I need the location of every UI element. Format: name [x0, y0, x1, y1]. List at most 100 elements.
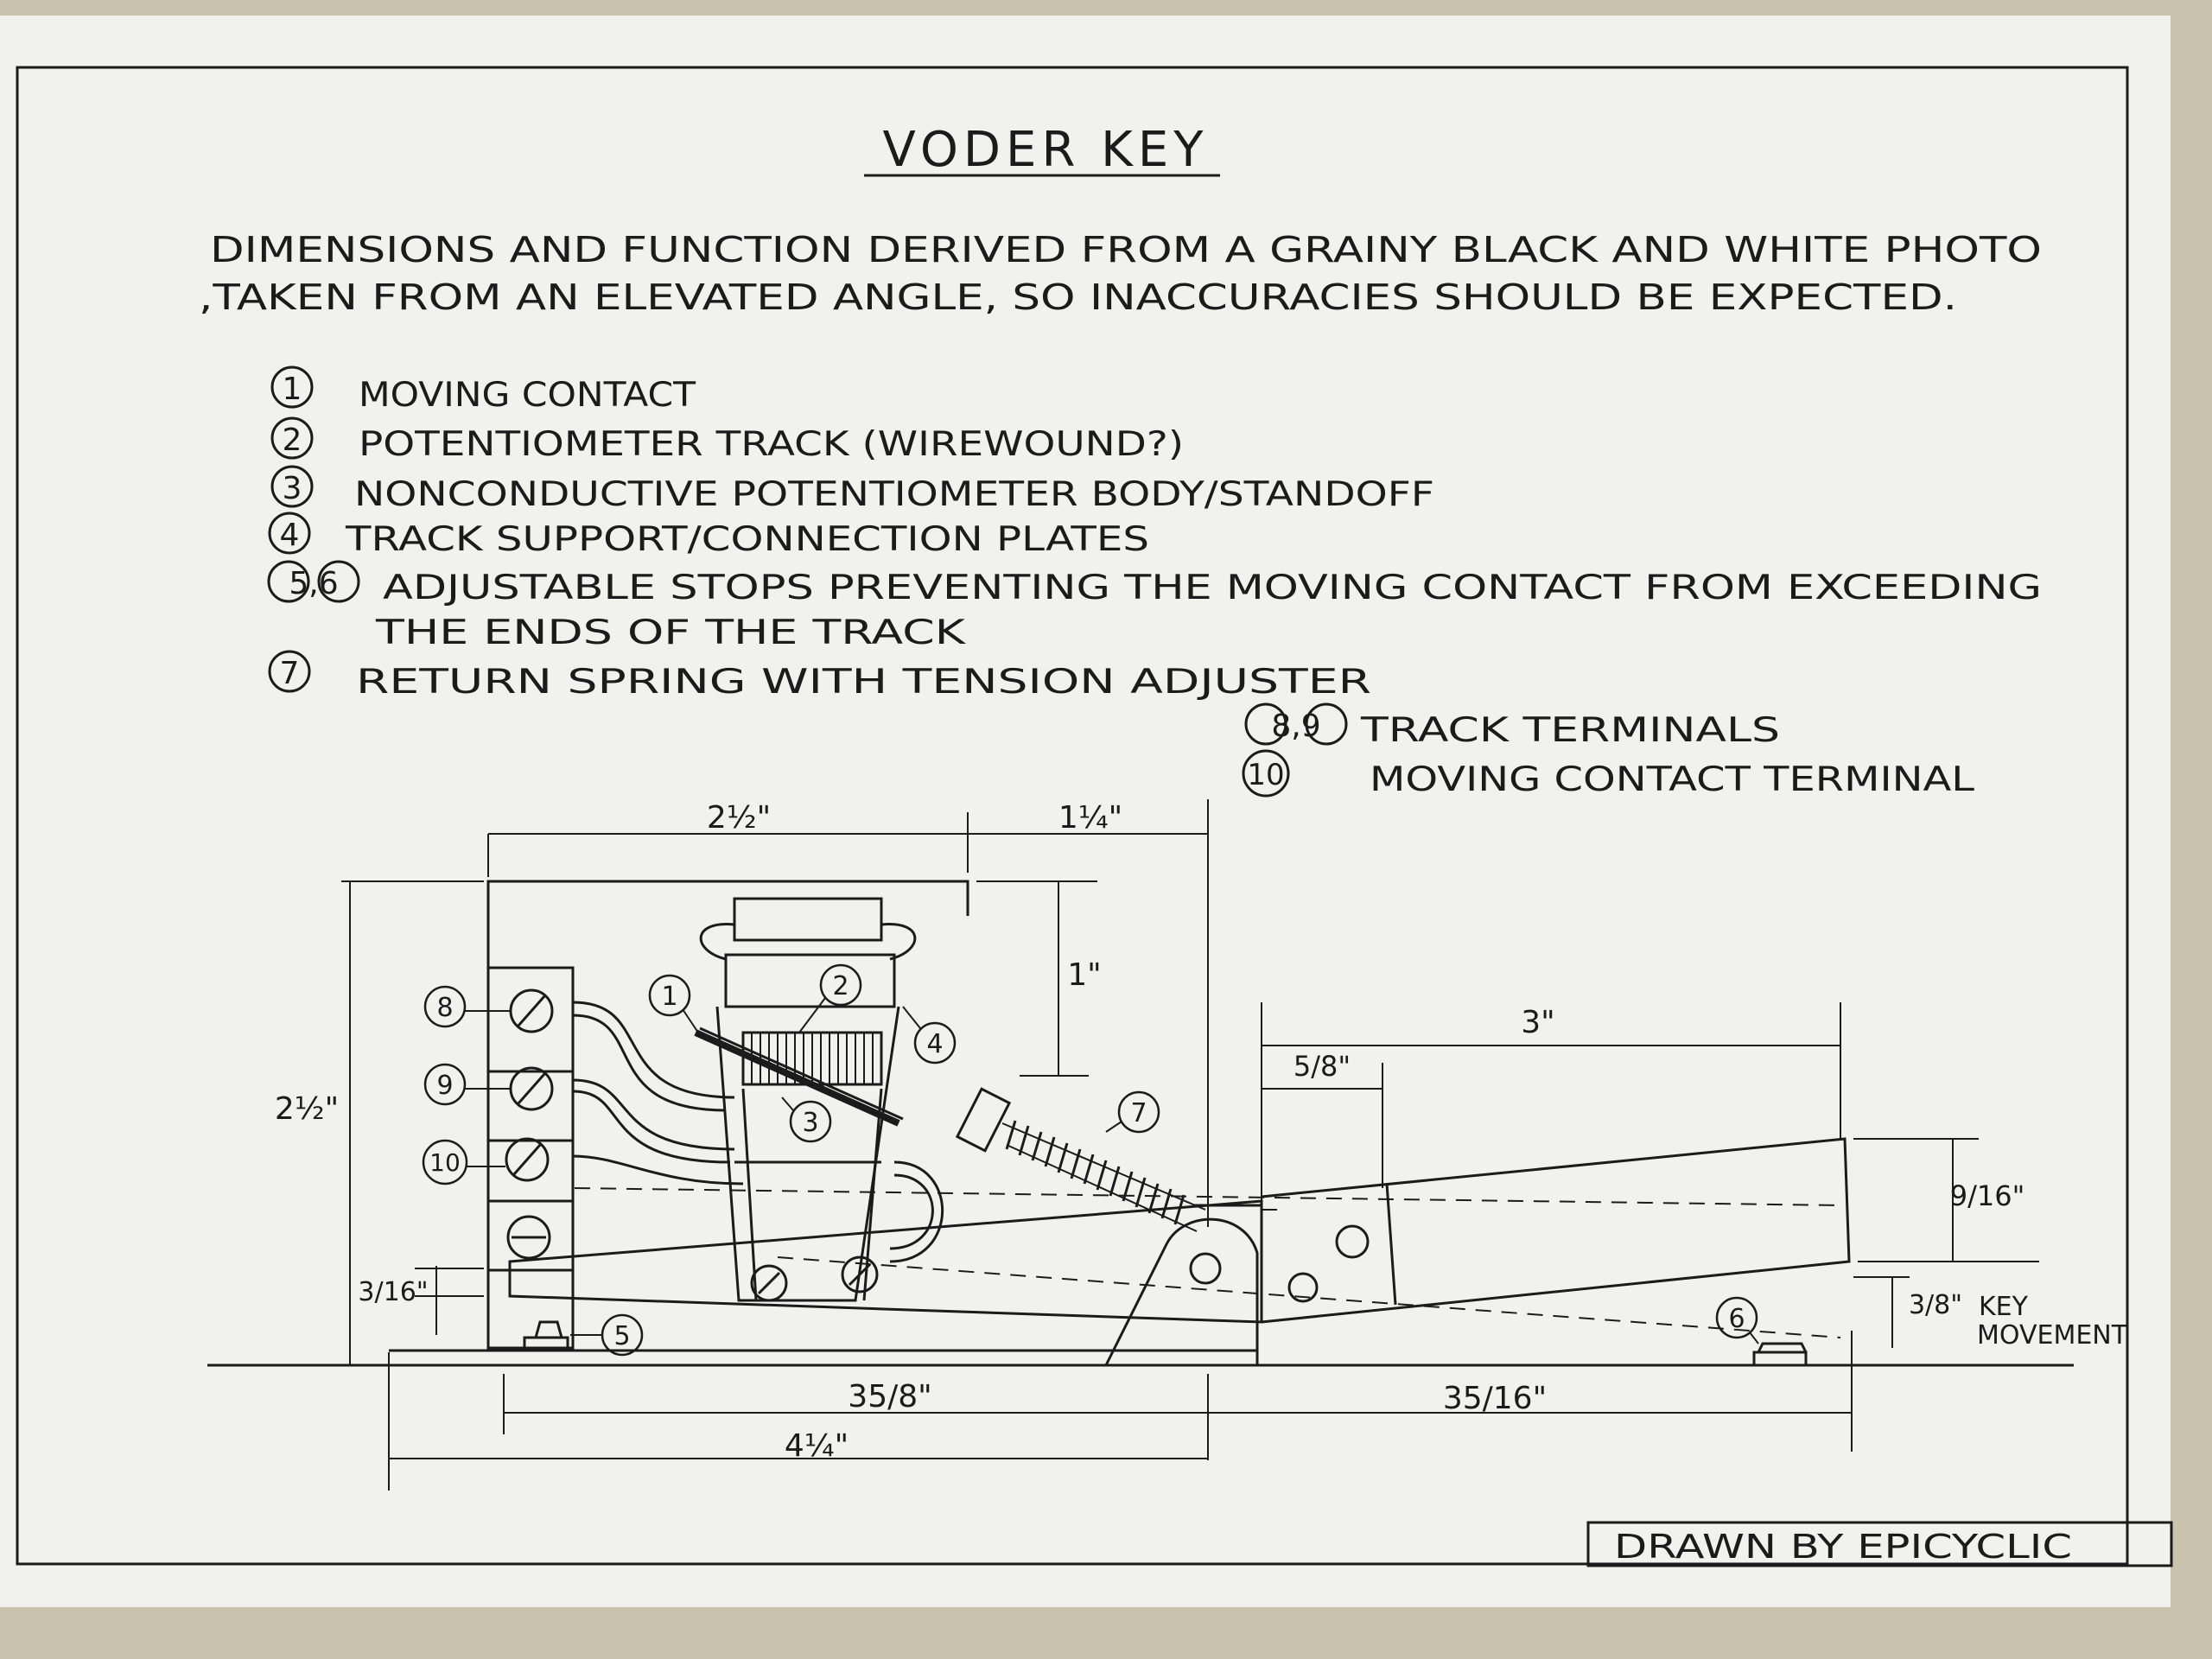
paper-sheet [0, 16, 2171, 1607]
stop-6 [1752, 1342, 1808, 1367]
intro-line-1: DIMENSIONS AND FUNCTION DERIVED FROM A G… [210, 229, 2042, 270]
pivot-support [1104, 1217, 1259, 1366]
moving-contact-arm [694, 1029, 900, 1127]
terminal-screw-9 [509, 1066, 554, 1111]
legend-text-2: POTENTIOMETER TRACK (WIREWOUND?) [359, 425, 1184, 464]
svg-text:9: 9 [436, 1071, 453, 1101]
credit-box [1586, 1521, 2173, 1567]
legend-number-10: 10 [1247, 758, 1284, 792]
pivot-pin [1189, 1252, 1222, 1285]
legend-number-3: 3 [283, 471, 302, 506]
stop-5 [523, 1320, 569, 1352]
svg-text:3: 3 [802, 1108, 818, 1138]
callout-5: 5 [570, 1313, 644, 1357]
legend-number-7: 7 [280, 656, 300, 691]
svg-text:5: 5 [613, 1321, 630, 1351]
legend-text-5-6: ADJUSTABLE STOPS PREVENTING THE MOVING C… [383, 569, 2042, 607]
dim-span-left: 35/8" [848, 1379, 931, 1414]
dimension-labels: 2½" 1¼" 2½" 1" 3" 5/8" 9/16" 3/16" 3/8" … [275, 800, 2128, 1464]
dim-upper-height: 1" [1067, 957, 1101, 993]
legend-marker-6 [317, 560, 360, 603]
dim-key-movement-1: KEY [1979, 1292, 2029, 1322]
legend: 1 MOVING CONTACT 2 POTENTIOMETER TRACK (… [267, 365, 2042, 799]
legend-marker-2 [270, 416, 314, 460]
dim-lever-length: 3" [1521, 1005, 1554, 1040]
page-title: VODER KEY [883, 122, 1209, 178]
legend-number-4: 4 [280, 518, 300, 553]
dim-overall-height: 2½" [275, 1091, 339, 1127]
dimension-lines [341, 799, 2039, 1491]
callout-7: 7 [1105, 1090, 1160, 1134]
legend-item-5-6: 5,6 ADJUSTABLE STOPS PREVENTING THE MOVI… [267, 560, 2042, 652]
svg-text:2: 2 [832, 971, 849, 1001]
credit-text: DRAWN BY EPICYCLIC [1614, 1528, 2072, 1566]
pot-body [724, 953, 896, 1008]
dim-span-right: 35/16" [1443, 1381, 1547, 1416]
terminal-screw-stop [506, 1215, 551, 1260]
svg-text:10: 10 [429, 1148, 461, 1177]
svg-text:7: 7 [1130, 1098, 1147, 1128]
svg-text:6: 6 [1728, 1304, 1745, 1334]
legend-marker-1 [270, 365, 314, 409]
dim-top-right: 1¼" [1058, 800, 1122, 836]
legend-number-5-6: 5,6 [289, 566, 338, 601]
legend-text-7: RETURN SPRING WITH TENSION ADJUSTER [356, 663, 1371, 702]
svg-text:1: 1 [661, 982, 677, 1012]
legend-item-3: 3 NONCONDUCTIVE POTENTIOMETER BODY/STAND… [270, 465, 1434, 514]
legend-text-8-9: TRACK TERMINALS [1360, 711, 1780, 750]
dim-lever-height: 9/16" [1950, 1179, 2025, 1212]
legend-number-2: 2 [283, 423, 302, 458]
terminal-screw-10 [505, 1137, 550, 1182]
return-spring [955, 1087, 1262, 1232]
legend-text-1: MOVING CONTACT [359, 376, 696, 415]
wire-8 [572, 1001, 735, 1099]
callouts: 1 2 3 4 5 6 7 [422, 963, 1759, 1357]
legend-marker-10 [1242, 749, 1290, 798]
wire-10 [572, 1154, 744, 1185]
legend-item-2: 2 POTENTIOMETER TRACK (WIREWOUND?) [270, 416, 1184, 464]
callout-2: 2 [798, 963, 862, 1033]
drawing-border [16, 66, 2129, 1566]
callout-1: 1 [648, 974, 699, 1033]
legend-text-10: MOVING CONTACT TERMINAL [1370, 760, 1974, 799]
lever-screw-2 [1287, 1272, 1319, 1303]
terminal-strip [486, 966, 575, 1350]
pot-screw-right [841, 1255, 879, 1294]
callout-6: 6 [1715, 1296, 1759, 1344]
legend-marker-3 [270, 465, 314, 508]
svg-text:4: 4 [926, 1029, 943, 1059]
dim-key-travel: 3/8" [1909, 1290, 1962, 1320]
svg-text:8: 8 [436, 993, 453, 1023]
legend-text-4: TRACK SUPPORT/CONNECTION PLATES [345, 520, 1149, 559]
wire-9 [572, 1078, 735, 1151]
intro-line-2: ,TAKEN FROM AN ELEVATED ANGLE, SO INACCU… [199, 276, 1957, 318]
legend-marker-4 [268, 512, 311, 555]
legend-number-8-9: 8,9 [1271, 709, 1320, 744]
legend-item-7: 7 RETURN SPRING WITH TENSION ADJUSTER [268, 650, 1371, 702]
legend-marker-9 [1305, 702, 1348, 746]
lever-right [1261, 1137, 1851, 1324]
callout-8: 8 [423, 985, 510, 1028]
dim-key-movement-2: MOVEMENT [1977, 1320, 2128, 1351]
callout-3: 3 [781, 1096, 832, 1143]
legend-item-10: 10 MOVING CONTACT TERMINAL [1242, 749, 1974, 799]
terminal-screw-8 [509, 988, 554, 1033]
callout-4: 4 [902, 1006, 957, 1065]
legend-number-1: 1 [283, 372, 302, 407]
callout-10: 10 [422, 1139, 505, 1185]
legend-marker-8 [1244, 702, 1287, 746]
legend-item-4: 4 TRACK SUPPORT/CONNECTION PLATES [268, 512, 1149, 559]
dim-top-width: 2½" [707, 800, 771, 836]
legend-text-5-6-cont: THE ENDS OF THE TRACK [375, 613, 967, 652]
legend-marker-7 [268, 650, 311, 693]
legend-item-8-9: 8,9 TRACK TERMINALS [1244, 702, 1780, 750]
dim-overall-base: 4¼" [785, 1428, 849, 1464]
pot-screw-left [750, 1264, 788, 1302]
dim-base-gap: 3/16" [358, 1277, 428, 1307]
dim-lever-offset: 5/8" [1294, 1050, 1351, 1083]
legend-item-1: 1 MOVING CONTACT [270, 365, 696, 415]
legend-marker-5 [267, 560, 310, 603]
pot-cap [733, 897, 883, 942]
